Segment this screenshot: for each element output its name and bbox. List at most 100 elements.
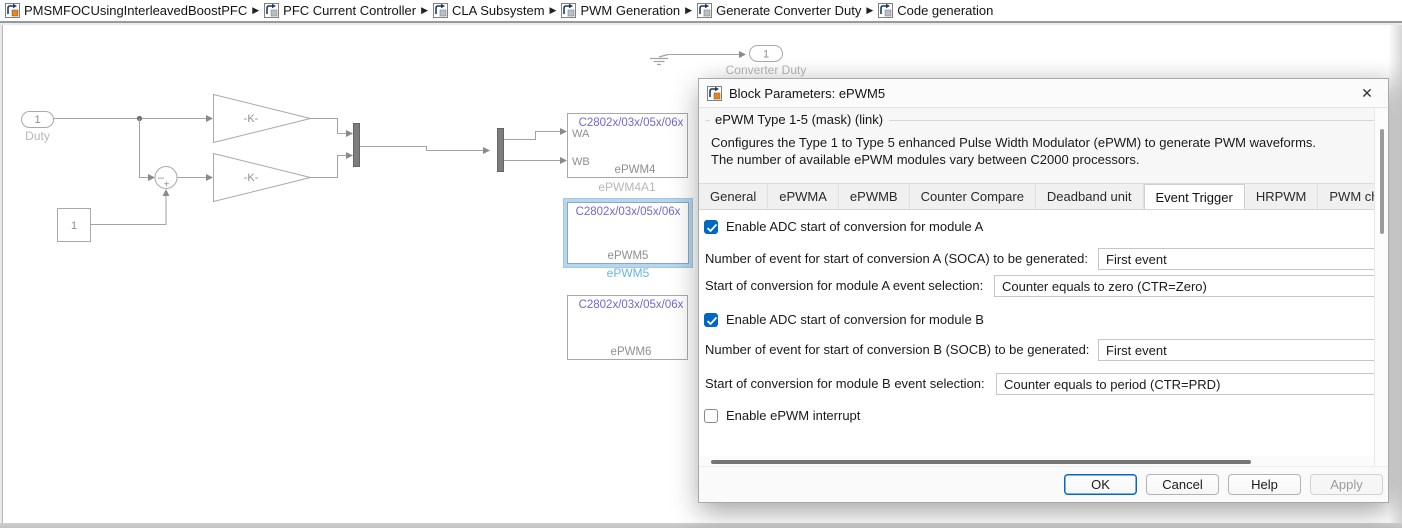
svg-text:1: 1 bbox=[763, 49, 769, 61]
enable-soca-row: Enable ADC start of conversion for modul… bbox=[704, 219, 983, 234]
subsystem-icon bbox=[264, 3, 280, 18]
constant-block[interactable]: 1 bbox=[57, 208, 91, 242]
socb-count-label: Number of event for start of conversion … bbox=[705, 342, 1090, 357]
cancel-button[interactable]: Cancel bbox=[1146, 474, 1219, 495]
svg-text:-K-: -K- bbox=[244, 172, 259, 184]
svg-text:C2802x/03x/05x/06x: C2802x/03x/05x/06x bbox=[576, 206, 681, 218]
epwm6-block[interactable]: C2802x/03x/05x/06x ePWM6 bbox=[567, 295, 688, 360]
signal-wires bbox=[53, 51, 746, 225]
close-icon[interactable]: ✕ bbox=[1361, 85, 1373, 101]
enable-interrupt-row: Enable ePWM interrupt bbox=[704, 408, 860, 423]
svg-text:-K-: -K- bbox=[244, 113, 259, 125]
enable-soca-label: Enable ADC start of conversion for modul… bbox=[726, 219, 984, 234]
breadcrumb-item-subsystem-3[interactable]: PWM Generation bbox=[561, 3, 680, 18]
epwm4-port-wb: WB bbox=[572, 156, 590, 168]
socb-count-value: First event bbox=[1106, 342, 1167, 358]
subsystem-icon bbox=[561, 3, 577, 18]
epwm5-block-selected[interactable]: C2802x/03x/05x/06x ePWM5 ePWM5 bbox=[563, 198, 693, 281]
epwm4-port-wa: WA bbox=[572, 128, 590, 140]
mask-description-line1: Configures the Type 1 to Type 5 enhanced… bbox=[711, 135, 1317, 150]
checkmark-icon bbox=[706, 316, 718, 325]
svg-text:C2802x/03x/05x/06x: C2802x/03x/05x/06x bbox=[579, 299, 684, 311]
tab-counter-compare[interactable]: Counter Compare bbox=[910, 184, 1036, 209]
svg-text:ePWM4: ePWM4 bbox=[615, 164, 657, 176]
breadcrumb-separator: ▶ bbox=[549, 5, 557, 15]
groupbox-line bbox=[889, 120, 1375, 121]
mux-block[interactable] bbox=[353, 123, 360, 167]
mask-description-line2: The number of available ePWM modules var… bbox=[711, 152, 1140, 167]
breadcrumb-label: Generate Converter Duty bbox=[716, 3, 862, 18]
breadcrumb-label: Code generation bbox=[897, 3, 994, 18]
simulink-model-icon bbox=[5, 3, 20, 18]
breadcrumb-separator: ▶ bbox=[252, 5, 260, 15]
outport-label: Converter Duty bbox=[726, 63, 807, 77]
dialog-titlebar: Block Parameters: ePWM5 ✕ bbox=[699, 79, 1388, 108]
svg-text:ePWM5: ePWM5 bbox=[608, 250, 649, 262]
vertical-scrollbar-track[interactable] bbox=[1374, 108, 1388, 468]
vertical-scrollbar-thumb[interactable] bbox=[1380, 129, 1384, 234]
dialog-button-row: OK Cancel Help Apply bbox=[699, 466, 1388, 502]
horizontal-scrollbar-track[interactable] bbox=[699, 456, 1375, 468]
demux-block[interactable] bbox=[497, 128, 504, 172]
tab-event-trigger[interactable]: Event Trigger bbox=[1143, 184, 1245, 209]
ok-button[interactable]: OK bbox=[1064, 474, 1137, 495]
soca-event-value: Counter equals to zero (CTR=Zero) bbox=[1002, 278, 1207, 294]
gain2-block[interactable]: -K- bbox=[213, 152, 311, 203]
enable-socb-row: Enable ADC start of conversion for modul… bbox=[704, 312, 984, 327]
mask-description-panel: ePWM Type 1-5 (mask) (link) Configures t… bbox=[699, 108, 1375, 184]
enable-interrupt-checkbox[interactable] bbox=[704, 408, 718, 423]
breadcrumb-separator: ▶ bbox=[421, 5, 429, 15]
tab-content-event-trigger: Enable ADC start of conversion for modul… bbox=[699, 210, 1375, 456]
breadcrumb-label: PWM Generation bbox=[580, 3, 681, 18]
breadcrumb-separator: ▶ bbox=[866, 5, 874, 15]
apply-button[interactable]: Apply bbox=[1310, 474, 1383, 495]
sum-sign-bottom: + bbox=[164, 180, 170, 191]
tab-general[interactable]: General bbox=[699, 184, 769, 209]
gain1-block[interactable]: -K- bbox=[213, 93, 311, 144]
soca-count-label: Number of event for start of conversion … bbox=[705, 251, 1088, 266]
inport-duty-block[interactable]: 1 Duty bbox=[21, 111, 54, 144]
soca-count-value: First event bbox=[1106, 251, 1167, 267]
checkmark-icon bbox=[706, 223, 718, 232]
sum-sign-left: – bbox=[158, 172, 165, 184]
breadcrumb-item-subsystem-2[interactable]: CLA Subsystem bbox=[433, 3, 545, 18]
breadcrumb-label: CLA Subsystem bbox=[452, 3, 545, 18]
svg-text:1: 1 bbox=[71, 220, 77, 232]
svg-text:1: 1 bbox=[34, 114, 40, 126]
svg-text:C2802x/03x/05x/06x: C2802x/03x/05x/06x bbox=[579, 117, 684, 129]
tab-deadband-unit[interactable]: Deadband unit bbox=[1036, 184, 1144, 209]
tab-epwma[interactable]: ePWMA bbox=[768, 184, 839, 209]
soca-event-label: Start of conversion for module A event s… bbox=[705, 278, 984, 293]
socb-event-label: Start of conversion for module B event s… bbox=[705, 376, 985, 391]
enable-soca-checkbox[interactable] bbox=[704, 219, 718, 234]
breadcrumb-item-model[interactable]: PMSMFOCUsingInterleavedBoostPFC bbox=[5, 3, 247, 18]
simulink-model-icon bbox=[707, 85, 722, 101]
inport-duty-label: Duty bbox=[25, 129, 50, 143]
enable-socb-checkbox[interactable] bbox=[704, 312, 718, 327]
enable-interrupt-label: Enable ePWM interrupt bbox=[726, 408, 861, 423]
breadcrumb-item-subsystem-5[interactable]: Code generation bbox=[878, 3, 993, 18]
epwm4-block[interactable]: C2802x/03x/05x/06x WA WB ePWM4 ePWM4A1 bbox=[567, 113, 688, 195]
breadcrumb-item-subsystem-1[interactable]: PFC Current Controller bbox=[264, 3, 416, 18]
epwm5-caption: ePWM5 bbox=[607, 266, 650, 280]
sum-block[interactable]: – + bbox=[154, 166, 178, 191]
canvas-bottom-edge bbox=[0, 523, 1402, 528]
horizontal-scrollbar-thumb[interactable] bbox=[711, 460, 1251, 464]
soca-event-combo[interactable]: Counter equals to zero (CTR=Zero) bbox=[994, 275, 1375, 297]
soca-count-combo[interactable]: First event bbox=[1098, 248, 1375, 270]
tab-hrpwm[interactable]: HRPWM bbox=[1245, 184, 1319, 209]
breadcrumb-label: PMSMFOCUsingInterleavedBoostPFC bbox=[24, 3, 248, 18]
enable-socb-label: Enable ADC start of conversion for modul… bbox=[726, 312, 984, 327]
help-button[interactable]: Help bbox=[1228, 474, 1301, 495]
socb-event-combo[interactable]: Counter equals to period (CTR=PRD) bbox=[996, 373, 1375, 395]
outport-converter-duty-block[interactable]: 1 Converter Duty bbox=[726, 45, 807, 78]
tab-epwmb[interactable]: ePWMB bbox=[839, 184, 910, 209]
mask-description: Configures the Type 1 to Type 5 enhanced… bbox=[711, 134, 1316, 168]
breadcrumb-label: PFC Current Controller bbox=[283, 3, 417, 18]
subsystem-icon bbox=[878, 3, 894, 18]
tab-pwm-chopper[interactable]: PWM ch bbox=[1318, 184, 1375, 209]
socb-count-combo[interactable]: First event bbox=[1098, 339, 1375, 361]
breadcrumb-item-subsystem-4[interactable]: Generate Converter Duty bbox=[697, 3, 861, 18]
ground-icon[interactable] bbox=[650, 53, 669, 66]
mask-type-legend: ePWM Type 1-5 (mask) (link) bbox=[711, 112, 888, 127]
